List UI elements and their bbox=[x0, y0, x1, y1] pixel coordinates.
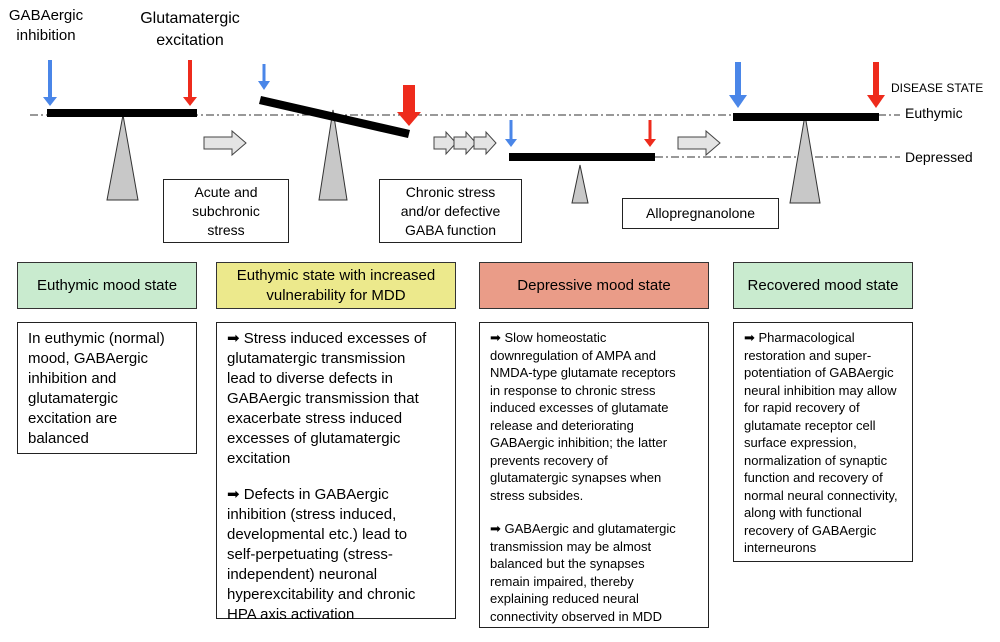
gaba-down-arrow-icon bbox=[43, 97, 57, 106]
gaba-down-arrow-icon bbox=[258, 81, 270, 90]
gaba-down-arrow-icon bbox=[729, 95, 747, 108]
right-block-arrow-icon bbox=[473, 130, 497, 156]
glut-down-arrow-icon bbox=[397, 112, 421, 126]
fulcrum-triangle-icon bbox=[318, 109, 348, 201]
disease-state-label: DISEASE STATE bbox=[891, 81, 984, 95]
right-block-arrow-icon bbox=[677, 129, 721, 157]
glut-down-arrow-icon bbox=[867, 95, 885, 108]
glut-down-arrow-icon bbox=[183, 97, 197, 106]
right-block-arrow-icon bbox=[453, 130, 477, 156]
gaba-down-arrow-icon bbox=[505, 139, 517, 147]
state-depressive: Depressive mood state bbox=[479, 262, 709, 309]
fulcrum-triangle-icon bbox=[106, 114, 139, 201]
state-recovered: Recovered mood state bbox=[733, 262, 913, 309]
right-block-arrow-icon bbox=[433, 130, 457, 156]
balance-beam bbox=[733, 113, 879, 121]
right-block-arrow-icon bbox=[203, 129, 247, 157]
euthymic-line-label: Euthymic bbox=[905, 105, 963, 121]
state-euthymic: Euthymic mood state bbox=[17, 262, 197, 309]
balance-beam bbox=[47, 109, 197, 117]
fulcrum-triangle-icon bbox=[571, 164, 589, 204]
transition-allopregnanolone: Allopregnanolone bbox=[622, 198, 779, 229]
balance-beam bbox=[509, 153, 655, 161]
glut-down-arrow-icon bbox=[644, 139, 656, 147]
fulcrum-triangle-icon bbox=[789, 114, 821, 204]
balance-schematic bbox=[30, 60, 900, 204]
tilted-balance-beam bbox=[259, 96, 410, 138]
depressed-line-label: Depressed bbox=[905, 149, 973, 165]
